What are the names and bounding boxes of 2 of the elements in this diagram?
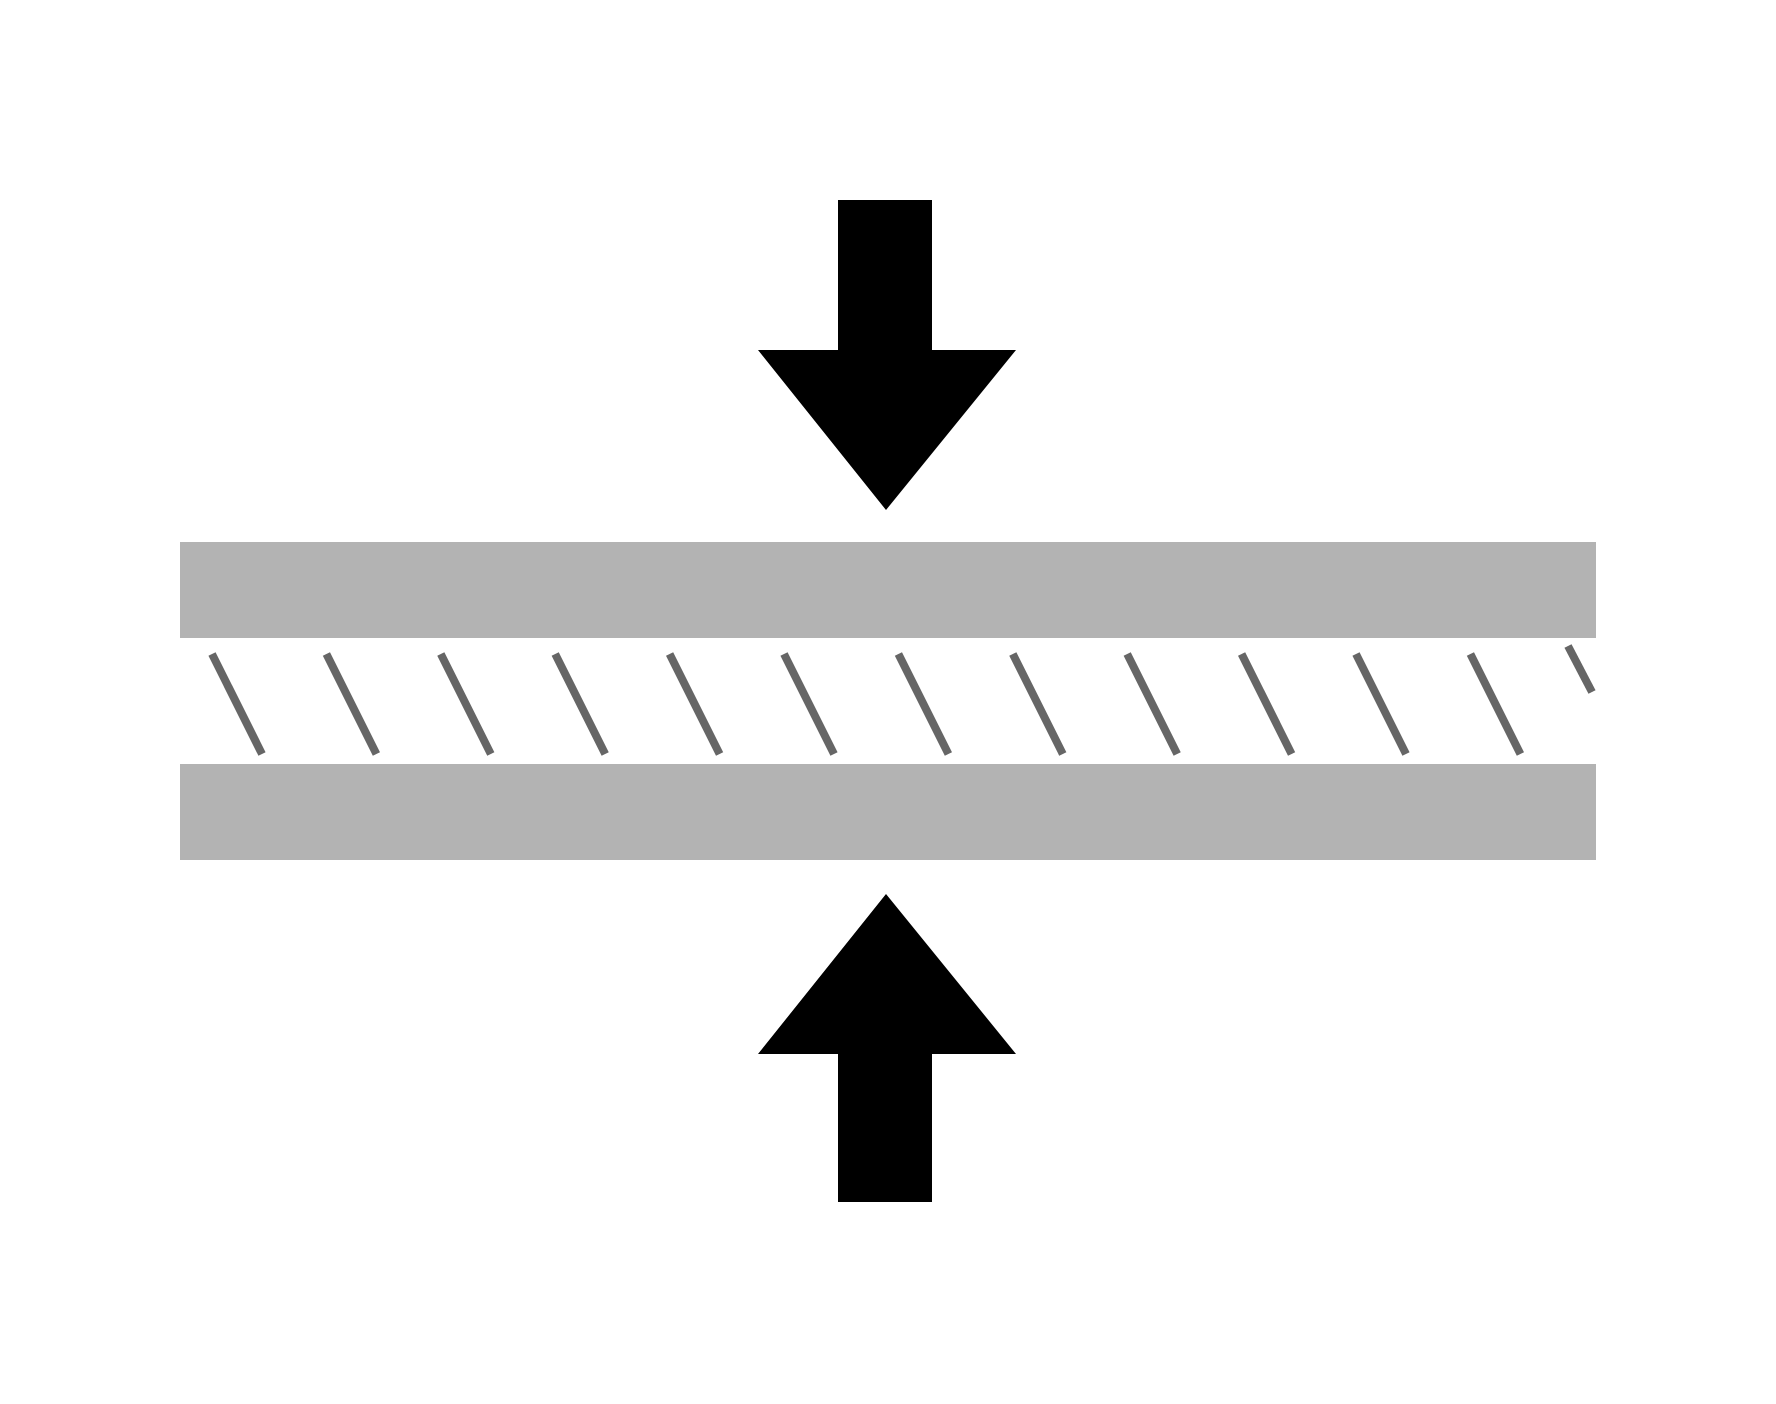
plate-bar	[180, 764, 1596, 860]
plate-bar	[180, 542, 1596, 638]
